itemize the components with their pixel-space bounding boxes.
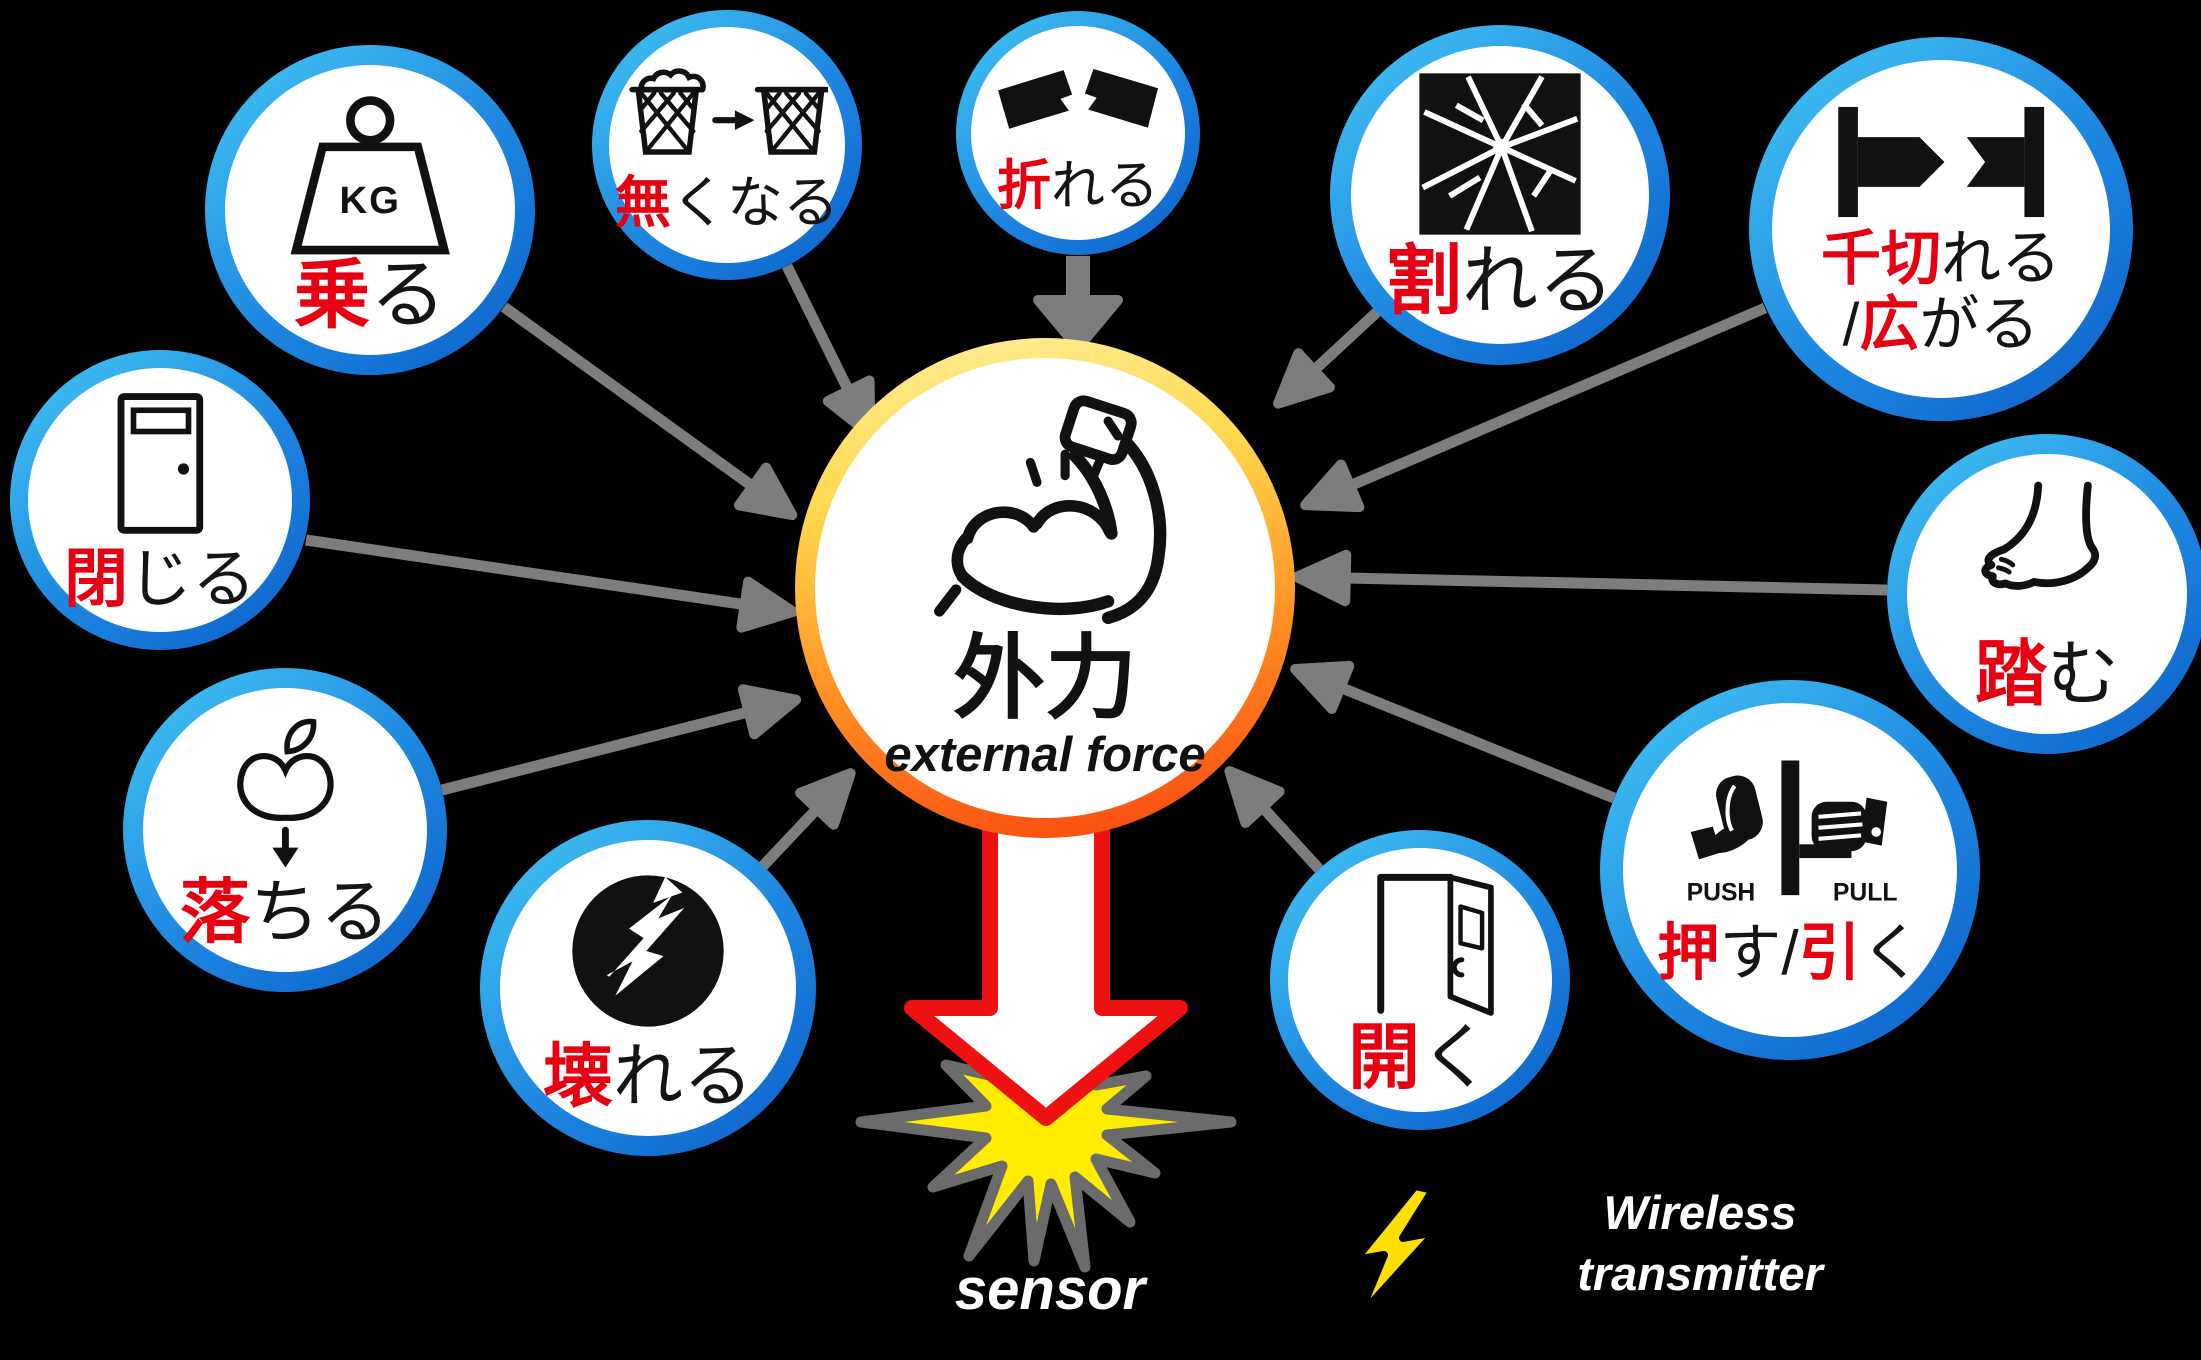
svg-text:PULL: PULL [1833,880,1898,907]
node-label-part: る [370,253,446,338]
node-label-part: 押 [1657,919,1720,988]
node-tear-spread: 千切 れる / 広 がる [1749,37,2133,421]
node-label-part: ちる [250,873,390,951]
arrow-from-disappear [782,263,876,440]
arrow-from-close [305,534,799,633]
node-close: 閉 じる [10,350,310,650]
node-label-part: / [1842,291,1860,358]
node-push-pull: PUSH PULL 押 す / 引 く [1600,680,1980,1060]
node-label-part: す [1719,919,1782,988]
cracked-glass-icon [1419,73,1581,235]
node-label-part: くなる [671,171,839,234]
node-label-part: 壊 [543,1037,613,1115]
arrow-from-push-pull [1290,660,1617,804]
foot-icon [1980,481,2099,590]
arrow-from-shatter [1273,307,1381,409]
node-snap: 折 れる [956,11,1200,255]
node-shatter: 割 れる [1330,25,1670,365]
flexed-bicep-icon [933,395,1167,625]
closed-door-icon [117,393,204,534]
node-label-part: 開 [1347,1018,1420,1098]
node-label-part: 閉 [64,543,128,615]
arrow-from-step-on [1291,549,1888,607]
arrow-from-break [759,768,856,870]
node-label-part: む [2047,635,2120,715]
wireless-label-line2: transmitter [1577,1247,1823,1301]
node-label-part: 広 [1859,291,1920,358]
push-pull-hands-icon: PUSH PULL [1687,760,1898,907]
falling-apple-icon [236,718,334,868]
svg-text:KG: KG [339,179,401,222]
gray-arrows [305,263,1888,873]
node-step-on: 踏 む [1887,434,2201,754]
node-label-part: 乗 [294,253,370,338]
center-title: 外力 [952,628,1137,730]
node-label-part: 折 [997,156,1051,216]
lightning-bolt-icon [1351,1182,1440,1322]
node-label-part: れる [1051,156,1159,216]
node-label-part: 無 [615,171,671,234]
node-label-part: 割 [1386,239,1462,324]
node-label-part: れる [613,1037,753,1115]
sensor-label: sensor [954,1257,1146,1322]
node-label-part: 千切 [1821,225,1941,292]
crack-circle-icon [572,875,724,1027]
broken-bar-icon [998,69,1158,129]
wireless-label-line1: Wireless [1603,1186,1797,1239]
arrow-from-snap [1033,256,1123,353]
stretch-tear-icon [1838,106,2044,218]
arrow-from-fall [440,684,802,796]
node-ride-on: KG 乗 る [205,45,535,375]
weight-icon: KG [290,96,450,255]
node-disappear: 無 くなる [592,10,862,280]
node-label-part: がる [1919,291,2040,358]
center-subtitle: external force [884,728,1206,782]
node-label-part: 踏 [1974,635,2047,715]
node-label-part: / [1781,919,1799,988]
open-door-icon [1377,873,1494,1016]
node-fall: 落 ちる [123,668,447,992]
arrow-from-open [1224,766,1324,873]
node-label-part: じる [128,543,256,615]
node-break: 壊 れる [480,820,816,1156]
node-label-part: 引 [1798,919,1861,988]
center-node-external-force: 外力 external force [795,338,1295,838]
arrow-from-ride-on [500,302,798,521]
arrow-from-tear [1300,302,1768,513]
trash-empty-icon [629,68,828,155]
node-label-part: く [1420,1018,1493,1098]
svg-text:PUSH: PUSH [1687,880,1756,907]
node-label-part: れる [1941,225,2061,292]
wireless-transmitter-label: Wireless transmitter [1480,1182,1920,1304]
node-label-part: れる [1462,239,1614,324]
node-open: 開 く [1270,830,1570,1130]
node-label-part: く [1860,919,1923,988]
node-label-part: 落 [180,873,250,951]
